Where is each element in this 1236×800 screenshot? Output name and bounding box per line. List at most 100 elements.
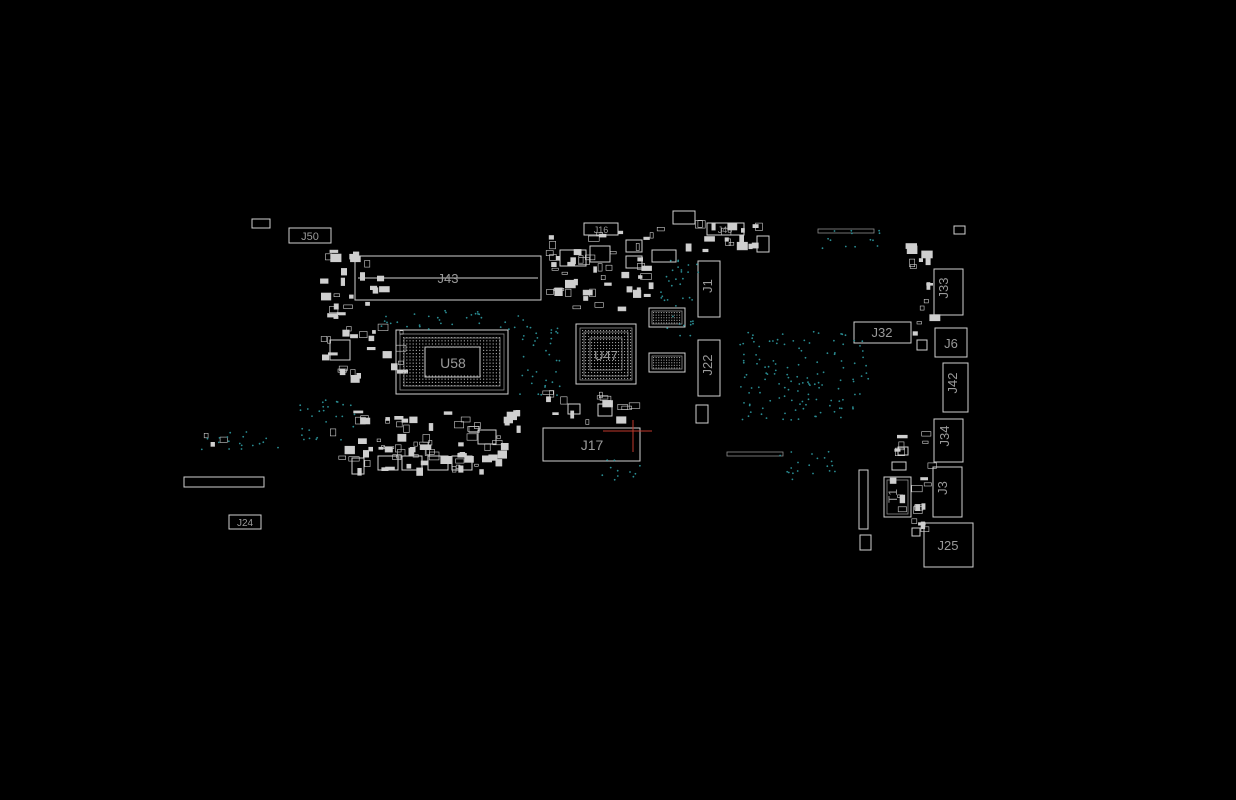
component-j6[interactable]: J6 (934, 327, 968, 358)
bga-pad (438, 375, 440, 377)
smd-part (348, 456, 360, 462)
component-j9[interactable] (953, 225, 966, 235)
smd-part (552, 412, 559, 416)
bga-pad (597, 336, 599, 338)
via (760, 413, 763, 416)
smd-part (609, 251, 617, 255)
via (826, 465, 829, 468)
via (859, 393, 861, 395)
bga-pad (489, 372, 491, 374)
bga-pad (671, 357, 673, 359)
bga-pad (463, 346, 465, 348)
component-j43[interactable]: J43 (354, 255, 542, 301)
via (677, 259, 680, 262)
bga-pad (630, 351, 632, 353)
bga-pad (588, 369, 590, 371)
bga-pad (422, 369, 424, 371)
bga-pad (597, 330, 599, 332)
component-j25[interactable]: J25 (923, 522, 974, 568)
via (535, 332, 538, 335)
via (842, 366, 845, 369)
bga-pad (618, 342, 620, 344)
bga-pad (588, 342, 590, 344)
component-j4[interactable] (756, 235, 770, 253)
component-t1[interactable]: T1 (883, 476, 912, 518)
via (759, 391, 761, 394)
bga-pad (489, 346, 491, 348)
component-u63[interactable] (648, 352, 686, 373)
component-j11[interactable] (858, 469, 869, 530)
component-j17[interactable]: J17 (542, 427, 641, 462)
via (308, 437, 311, 440)
via (299, 409, 302, 412)
bga-pad (630, 342, 632, 344)
bga-pad (409, 359, 411, 361)
component-j33[interactable]: J33 (933, 268, 964, 316)
bga-pad (679, 357, 681, 359)
bga-pad (412, 349, 414, 351)
bga-pad (441, 381, 443, 383)
via (816, 457, 819, 460)
component-j10[interactable] (183, 476, 265, 488)
component-j3[interactable]: J3 (932, 466, 963, 518)
bga-pad (585, 339, 587, 341)
component-j1[interactable]: J1 (697, 260, 721, 318)
bga-pad (409, 369, 411, 371)
smd-part (560, 396, 568, 405)
bga-pad (609, 348, 611, 350)
smd-part (399, 330, 404, 335)
bga-pad (483, 343, 485, 345)
bga-pad (428, 375, 430, 377)
bga-pad (476, 340, 478, 342)
component-j34[interactable]: J34 (933, 418, 964, 463)
component-strip-mid[interactable] (726, 451, 784, 457)
via (838, 407, 841, 410)
component-u62[interactable] (648, 307, 686, 328)
component-j22[interactable]: J22 (697, 339, 721, 397)
via (660, 297, 663, 299)
bga-pad (618, 369, 620, 371)
bga-pad (676, 322, 678, 324)
component-u45[interactable] (672, 210, 696, 225)
component-j32[interactable]: J32 (853, 321, 912, 344)
smd-part (920, 477, 928, 481)
bga-pad (591, 348, 593, 350)
component-u58[interactable]: U58 (395, 329, 509, 395)
bga-pad (406, 337, 408, 339)
smd-part (923, 482, 932, 487)
bga-pad (499, 356, 501, 358)
bga-pad (419, 340, 421, 342)
bga-pad (673, 317, 675, 319)
smd-part (382, 351, 392, 359)
bga-pad (406, 369, 408, 371)
component-j2[interactable] (251, 218, 271, 229)
bga-pad (630, 336, 632, 338)
via (842, 343, 845, 346)
via (697, 271, 700, 274)
bga-pad (624, 336, 626, 338)
component-j24[interactable]: J24 (228, 514, 262, 530)
smd-part (379, 286, 390, 293)
component-j31[interactable] (859, 534, 872, 551)
bga-pad (582, 369, 584, 371)
component-j50[interactable]: J50 (288, 227, 332, 244)
component-j42[interactable]: J42 (942, 362, 969, 413)
bga-pad (463, 385, 465, 387)
bga-pad (585, 357, 587, 359)
smd-part (359, 272, 365, 281)
smd-part (616, 416, 627, 424)
ic-package (451, 455, 473, 471)
via (787, 376, 790, 379)
smd-part (572, 305, 582, 310)
bga-pad (473, 346, 475, 348)
bga-pad (431, 375, 433, 377)
label-j22: J22 (700, 355, 715, 376)
via (742, 359, 745, 362)
bga-pad (585, 348, 587, 350)
component-j16[interactable]: J16 (583, 222, 619, 236)
bga-pad (412, 365, 414, 367)
component-strip-top[interactable] (817, 228, 875, 234)
bga-pad (412, 359, 414, 361)
via (813, 383, 816, 386)
